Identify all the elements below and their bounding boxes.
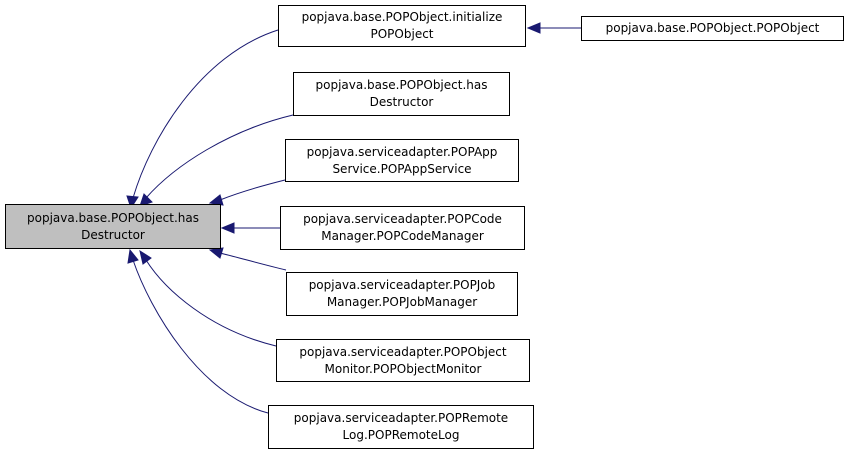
node-label-line2: Manager.POPJobManager [326,295,478,309]
edge-remote-log-to-focus-arrowhead [127,248,139,264]
node-label-line1: popjava.base.POPObject.initialize [301,10,503,24]
node-pop-job-manager[interactable]: popjava.serviceadapter.POPJob Manager.PO… [286,272,518,316]
node-label-line2: Destructor [369,95,434,109]
node-label-line1: popjava.base.POPObject.has [27,210,199,225]
edge-object-monitor-to-focus-arrowhead [139,249,152,265]
edge-job-manager-to-focus-arrowhead [208,247,224,259]
node-popobject-has-destructor-focus: popjava.base.POPObject.has Destructor [5,204,221,249]
node-label-line1: popjava.serviceadapter.POPCode [303,212,502,226]
node-pop-remote-log[interactable]: popjava.serviceadapter.POPRemote Log.POP… [268,405,534,449]
edge-job-manager-to-focus [219,252,287,271]
edge-has-destructor-to-focus [145,114,294,199]
node-pop-app-service[interactable]: popjava.serviceadapter.POPApp Service.PO… [285,139,519,182]
node-label-line2: Log.POPRemoteLog [342,428,460,442]
node-label-line1: popjava.serviceadapter.POPObject [299,344,507,359]
node-label-line1: popjava.serviceadapter.POPRemote [293,411,509,425]
edge-app-service-to-focus [219,179,286,201]
node-label-line1: popjava.base.POPObject.has [315,78,488,92]
node-popobject-constructor[interactable]: popjava.base.POPObject.POPObject [581,16,844,41]
node-label-line2: Destructor [81,227,145,242]
node-label-line2: Monitor.POPObjectMonitor [324,361,482,376]
edge-object-monitor-to-focus [145,259,277,347]
node-label-line2: Manager.POPCodeManager [321,229,484,243]
edge-popobject-to-initialize-arrowhead [526,22,541,34]
node-pop-object-monitor[interactable]: popjava.serviceadapter.POPObject Monitor… [276,339,530,382]
edge-code-manager-to-focus-arrowhead [220,222,235,234]
node-popobject-has-destructor[interactable]: popjava.base.POPObject.has Destructor [293,72,510,116]
edge-initialize-to-focus-arrowhead [126,195,139,210]
node-pop-code-manager[interactable]: popjava.serviceadapter.POPCode Manager.P… [280,206,525,250]
node-label-line1: popjava.base.POPObject.POPObject [605,21,820,35]
node-popobject-initialize[interactable]: popjava.base.POPObject.initialize POPObj… [278,5,526,47]
edge-initialize-to-focus [132,29,279,199]
node-label-line1: popjava.serviceadapter.POPJob [308,278,496,292]
node-label-line2: POPObject [370,27,434,41]
node-label-line1: popjava.serviceadapter.POPApp [306,144,498,159]
node-label-line2: Service.POPAppService [332,161,472,176]
edge-remote-log-to-focus [132,259,269,414]
